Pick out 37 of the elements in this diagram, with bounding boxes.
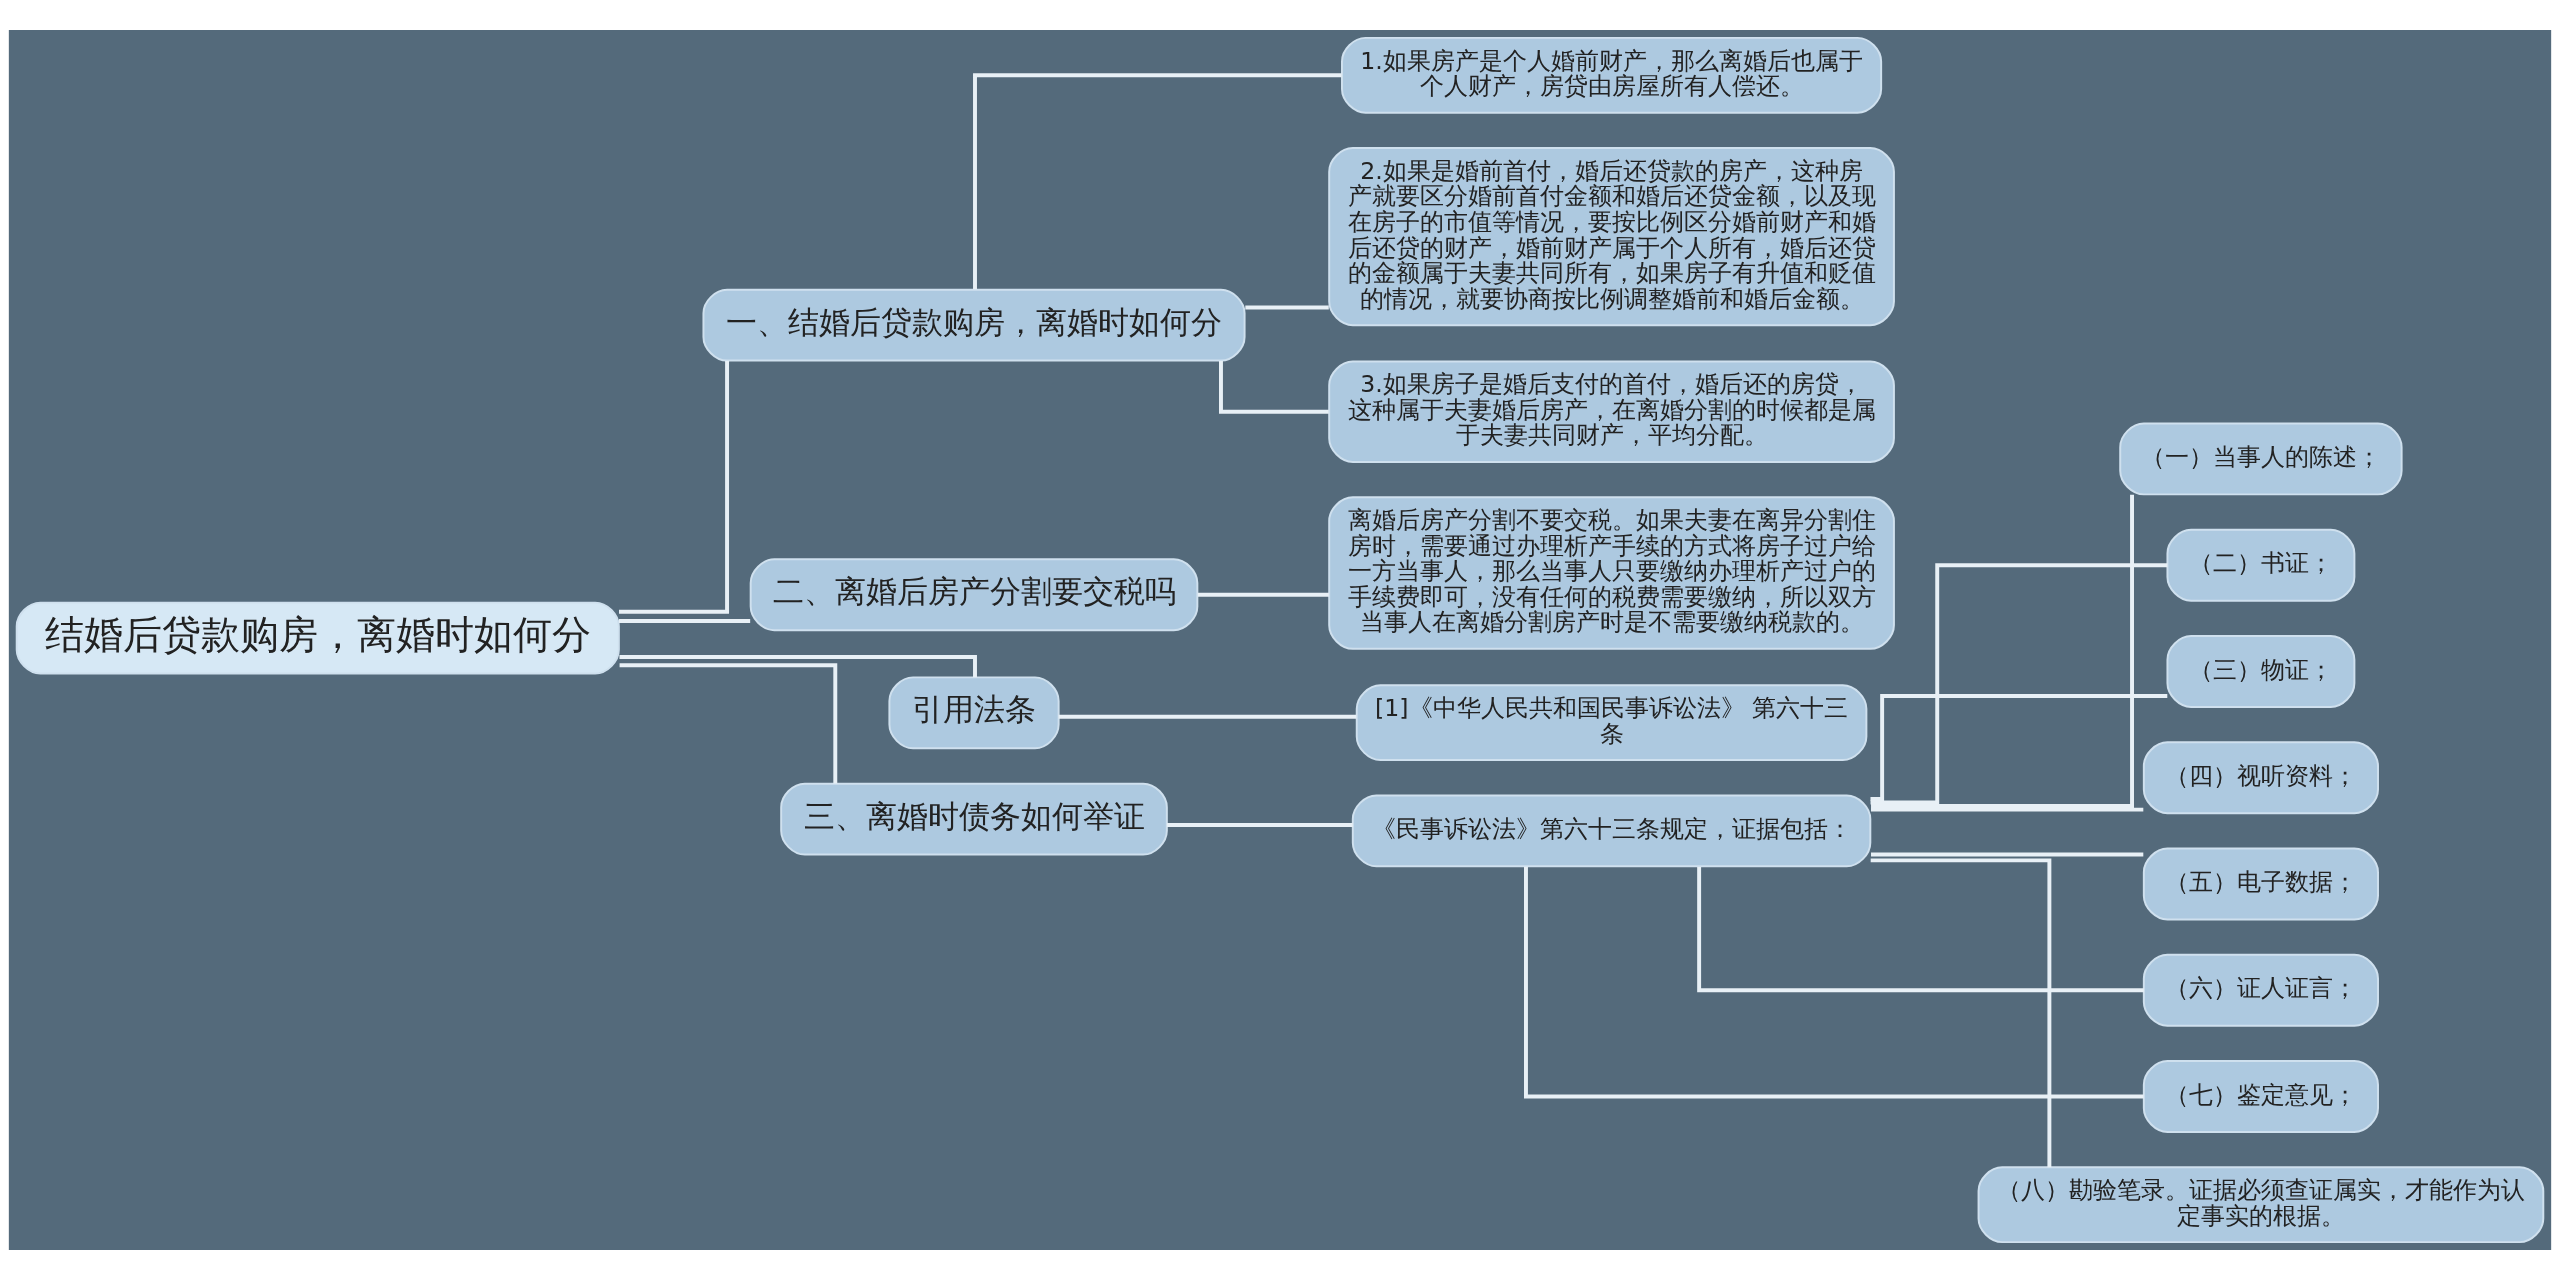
node-box: [1]《中华人民共和国民事诉讼法》 第六十三条 bbox=[1355, 684, 1868, 761]
connector bbox=[1219, 360, 1329, 414]
node-box: （一）当事人的陈述； bbox=[2119, 422, 2403, 496]
node-box: （六）证人证言； bbox=[2142, 953, 2379, 1027]
node-box: （四）视听资料； bbox=[2142, 741, 2379, 815]
node-box: （三）物证； bbox=[2166, 635, 2356, 708]
node-box: 离婚后房产分割不要交税。如果夫妻在离异分割住房时，需要通过办理析产手续的方式将房子过户给一方当事人，那么当事人只要缴纳办理析产过户的手续费即可，没有任何的税费需要缴纳，所以双方当事人在离婚分割房产时是不需要缴纳税款的。 bbox=[1328, 496, 1895, 650]
node-box: 结婚后贷款购房，离婚时如何分 bbox=[15, 601, 620, 675]
node-box: 3.如果房子是婚后支付的首付，婚后还的房贷，这种属于夫妻婚后房产，在离婚分割的时候都是属于夫妻共同财产，平均分配。 bbox=[1328, 360, 1895, 463]
connector bbox=[1871, 807, 2144, 812]
node-box: 1.如果房产是个人婚前财产，那么离婚后也属于个人财产，房贷由房屋所有人偿还。 bbox=[1341, 36, 1883, 114]
connector bbox=[619, 360, 730, 614]
connector bbox=[1197, 592, 1329, 597]
node-box: （二）书证； bbox=[2166, 528, 2356, 602]
connector bbox=[619, 663, 838, 784]
connector bbox=[1870, 858, 2052, 1168]
connector bbox=[1871, 852, 2144, 857]
node-box: （七）鉴定意见； bbox=[2142, 1060, 2379, 1133]
node-box: 2.如果是婚前首付，婚后还贷款的房产，这种房产就要区分婚前首付金额和婚后还贷金额，以及现在房子的市值等情况，要按比例区分婚前财产和婚后还贷的财产，婚前财产属于个人所有，婚后还贷的金额属于夫妻共同所有，如果房子有升值和贬值的情况，就要协商按比例调整婚前和婚后金额。 bbox=[1328, 147, 1895, 327]
connector bbox=[1058, 714, 1357, 719]
connector bbox=[1697, 867, 2144, 993]
node-box: 一、结婚后贷款购房，离婚时如何分 bbox=[702, 288, 1246, 362]
connector bbox=[1524, 866, 2144, 1099]
node-box: 引用法条 bbox=[888, 676, 1060, 750]
node-box: 《民事诉讼法》第六十三条规定，证据包括： bbox=[1351, 794, 1872, 868]
node-box: 二、离婚后房产分割要交税吗 bbox=[749, 558, 1199, 632]
node-box: （五）电子数据； bbox=[2142, 847, 2379, 921]
connector bbox=[1245, 305, 1329, 310]
connector bbox=[619, 619, 751, 623]
connector bbox=[1870, 563, 2168, 805]
connector bbox=[619, 655, 977, 678]
connector bbox=[1871, 494, 2134, 809]
node-box: 三、离婚时债务如何举证 bbox=[780, 782, 1168, 856]
connector bbox=[1167, 823, 1353, 827]
connector bbox=[973, 73, 1342, 290]
connector bbox=[1870, 694, 2168, 801]
node-box: （八）勘验笔录。证据必须查证属实，才能作为认定事实的根据。 bbox=[1977, 1166, 2545, 1244]
